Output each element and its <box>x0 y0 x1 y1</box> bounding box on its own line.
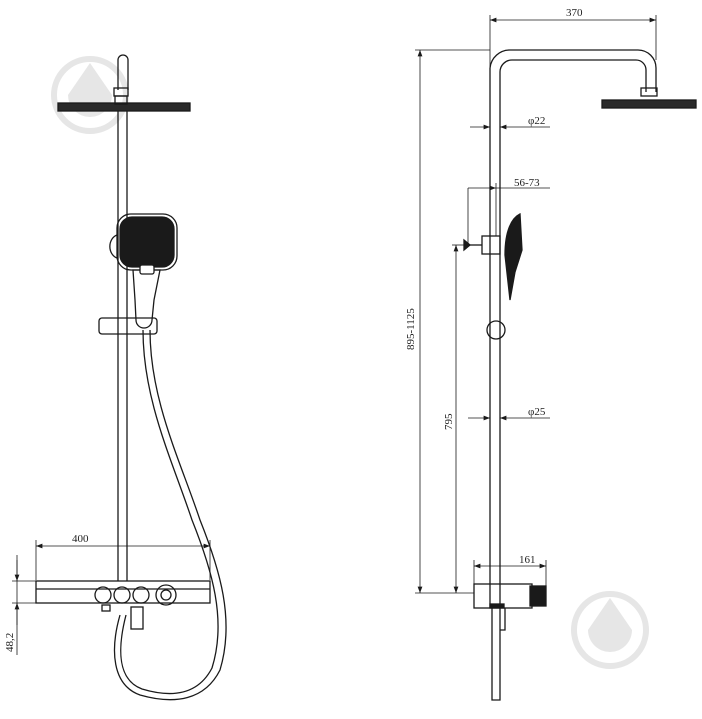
knob-3 <box>132 586 150 604</box>
dim-slider-range: 56-73 <box>514 177 540 189</box>
knob-2 <box>113 586 131 604</box>
knob-4 <box>155 584 177 606</box>
side-view <box>463 49 697 701</box>
watermark-logo-icon <box>571 591 649 669</box>
dim-total-height: 895-1125 <box>405 308 417 350</box>
hand-shower <box>109 213 178 329</box>
shower-arm <box>489 49 657 92</box>
knob-1 <box>94 586 112 604</box>
thermostat-shelf <box>35 580 211 604</box>
hose-inner <box>120 329 219 695</box>
hose <box>113 329 227 701</box>
riser-top-loop <box>117 54 129 90</box>
overhead-shower-connector <box>114 95 128 105</box>
watermark-logo-icon <box>51 56 129 134</box>
slide-bar-holder <box>98 317 158 335</box>
spout <box>130 606 144 630</box>
side-dimensions <box>415 15 657 594</box>
dim-shelf-height: 48,2 <box>4 633 16 652</box>
front-view <box>35 54 227 701</box>
dim-width: 400 <box>72 533 89 545</box>
side-shower-head <box>601 99 697 109</box>
side-hose <box>491 608 501 701</box>
front-dimensions <box>12 540 211 655</box>
dim-mixer-height: 795 <box>443 413 455 430</box>
dim-pipe-lower: φ25 <box>528 406 546 418</box>
side-hand-shower <box>504 212 523 301</box>
overhead-shower-head <box>57 102 191 112</box>
dim-arm-length: 370 <box>566 7 583 19</box>
dim-thermostat-depth: 161 <box>519 554 536 566</box>
side-slider-knob <box>486 320 506 340</box>
dim-pipe-upper: φ22 <box>528 115 545 127</box>
